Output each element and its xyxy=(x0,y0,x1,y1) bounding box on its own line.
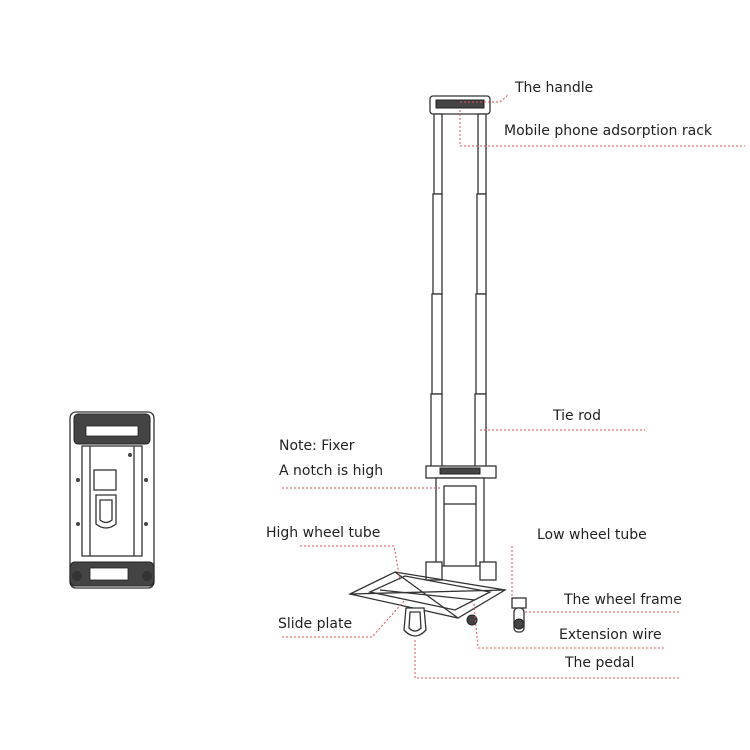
label-high-wheel-tube: High wheel tube xyxy=(266,525,381,541)
label-pedal: The pedal xyxy=(565,655,635,671)
label-wheel-frame: The wheel frame xyxy=(564,592,682,608)
leader-lines xyxy=(282,94,745,679)
label-tie-rod: Tie rod xyxy=(553,408,601,424)
leader-handle xyxy=(460,94,509,103)
folded-trolley-illustration xyxy=(69,411,155,589)
leader-pedal xyxy=(414,640,680,679)
label-notch-high: A notch is high xyxy=(279,463,384,479)
leader-high-wheel-tube xyxy=(300,545,401,581)
leader-phone-rack xyxy=(459,110,745,147)
unfolded-trolley-illustration xyxy=(348,95,527,637)
label-phone-rack: Mobile phone adsorption rack xyxy=(504,123,713,139)
label-low-wheel-tube: Low wheel tube xyxy=(537,527,647,543)
leader-slide-plate xyxy=(282,599,406,638)
leader-extension-wire xyxy=(473,603,665,649)
label-handle: The handle xyxy=(515,80,594,96)
label-note-fixer: Note: Fixer xyxy=(279,438,355,454)
label-extension-wire: Extension wire xyxy=(559,627,662,643)
label-slide-plate: Slide plate xyxy=(278,616,353,632)
